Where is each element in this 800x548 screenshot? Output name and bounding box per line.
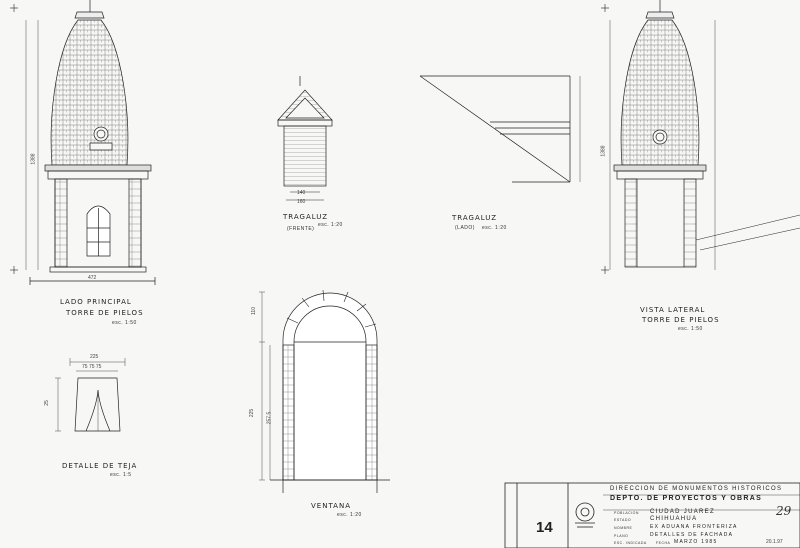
- tile-sub-dims: 75 75 75: [82, 364, 102, 370]
- sheet-number: 14: [536, 519, 553, 536]
- tb-estado: CHIHUAHUA: [650, 516, 698, 522]
- handwritten-number: 29: [776, 504, 792, 518]
- tb-estado-label: ESTADO: [614, 518, 632, 522]
- skylight-front-dim-2: 160: [297, 199, 306, 205]
- window-left-dim: 225: [249, 408, 256, 418]
- skylight-side-scale: esc. 1:20: [482, 225, 507, 231]
- tile-detail-title: DETALLE DE TEJA: [62, 462, 138, 470]
- window-scale: esc. 1:20: [337, 512, 362, 518]
- tb-poblacion-label: POBLACION: [614, 511, 639, 515]
- tb-nombre-label: NOMBRE: [614, 526, 633, 530]
- front-title-line1: LADO PRINCIPAL: [60, 298, 132, 306]
- tb-plano-label: PLANO: [614, 534, 629, 538]
- tb-esc: INDICADA: [626, 541, 647, 545]
- side-scale: esc. 1:50: [678, 326, 703, 332]
- tile-side-dim: 25: [43, 400, 50, 406]
- side-title-line1: VISTA LATERAL: [640, 306, 706, 314]
- tower-side-elevation: [609, 0, 800, 270]
- window-arch-dim: 110: [250, 307, 257, 315]
- skylight-front-subtitle: (FRENTE): [287, 226, 315, 232]
- tb-line2: DEPTO. DE PROYECTOS Y OBRAS: [610, 495, 763, 502]
- tb-nombre: EX ADUANA FRONTERIZA: [650, 524, 738, 530]
- side-height-dim: 1388: [600, 145, 607, 157]
- skylight-side-title: TRAGALUZ: [452, 214, 498, 222]
- tb-fecha: MARZO 1985: [674, 539, 718, 545]
- window-side-dim: 257.5: [266, 411, 273, 425]
- tile-detail: [55, 358, 126, 432]
- tile-detail-scale: esc. 1:5: [110, 472, 132, 478]
- tb-esc-label: ESC.: [614, 541, 625, 545]
- skylight-front-scale: esc. 1:20: [318, 222, 343, 228]
- skylight-side-elevation: [419, 75, 581, 183]
- window-title: VENTANA: [311, 502, 351, 510]
- tb-plano: DETALLES DE FACHADA: [650, 532, 734, 538]
- tower-front-elevation: [25, 0, 156, 285]
- skylight-side-subtitle: (LADO): [455, 225, 475, 231]
- skylight-front-title: TRAGALUZ: [283, 213, 329, 221]
- front-height-dim: 1388: [30, 153, 37, 165]
- tb-poblacion: CIUDAD JUAREZ: [650, 509, 715, 515]
- side-title-line2: TORRE DE PIELOS: [642, 316, 720, 324]
- window-elevation: [259, 289, 390, 493]
- front-scale: esc. 1:50: [112, 320, 137, 326]
- tb-line1: DIRECCION DE MONUMENTOS HISTORICOS: [610, 486, 783, 492]
- front-title-line2: TORRE DE PIELOS: [66, 309, 144, 317]
- title-block-frame: [504, 482, 800, 548]
- front-width-dim: 472: [88, 275, 97, 281]
- institution-logo: [575, 502, 595, 528]
- skylight-front-dim-1: 140: [297, 190, 306, 196]
- tb-fecha-label: FECHA: [656, 541, 671, 545]
- registration-marks: [10, 4, 609, 274]
- corner-note: 20.1.97: [766, 539, 783, 545]
- tile-top-dim: 225: [90, 354, 99, 360]
- skylight-front-elevation: [277, 76, 333, 201]
